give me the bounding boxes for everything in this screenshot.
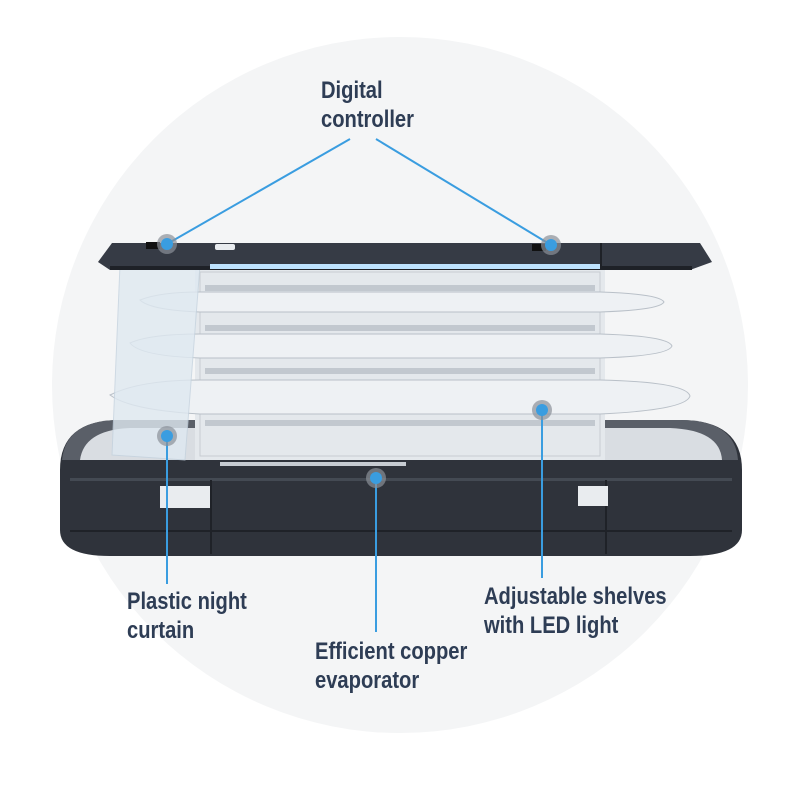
callout-dots: [157, 234, 561, 488]
callout-text-line: Digital: [321, 77, 383, 104]
callout-digital-controller: Digital controller: [321, 76, 414, 134]
callout-text-line: Plastic night: [127, 588, 247, 615]
callout-plastic-night-curtain: Plastic night curtain: [127, 587, 247, 645]
callout-text-line: evaporator: [315, 667, 420, 694]
callout-text-line: controller: [321, 106, 414, 133]
shelving-unit: [109, 268, 691, 466]
top-canopy: [98, 242, 712, 270]
night-curtain: [111, 264, 201, 461]
callout-lines: [166, 138, 552, 632]
callout-text-line: Efficient copper: [315, 638, 468, 665]
callout-text-line: Adjustable shelves: [484, 583, 667, 610]
callout-text-line: with LED light: [484, 612, 619, 639]
callout-text-line: curtain: [127, 617, 195, 644]
callout-adjustable-shelves: Adjustable shelves with LED light: [484, 582, 667, 640]
callout-copper-evaporator: Efficient copper evaporator: [315, 637, 467, 695]
